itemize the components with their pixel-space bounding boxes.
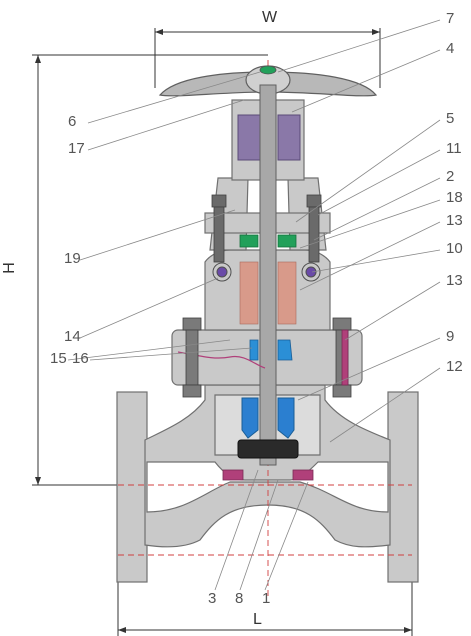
callout-10: 10 (446, 240, 463, 257)
callout-3: 3 (208, 590, 217, 607)
callout-19: 19 (64, 250, 81, 267)
callout-4: 4 (446, 40, 455, 57)
dimension-arrowheads (35, 29, 412, 633)
bonnet-seal (249, 339, 293, 361)
packing (239, 261, 297, 325)
callout-13b: 13 (446, 272, 463, 289)
callout-11: 11 (446, 140, 462, 157)
bonnet-bolts (182, 317, 352, 398)
callout-7: 7 (446, 10, 455, 27)
disc (237, 439, 299, 459)
dimension-lines (32, 28, 413, 636)
disc-holder (241, 397, 295, 439)
callout-12: 12 (446, 358, 463, 375)
eye-bolts (212, 262, 321, 282)
stem (259, 84, 277, 466)
callout-2: 2 (446, 168, 455, 185)
callout-1: 1 (262, 590, 271, 607)
callout-15: 15 (50, 350, 67, 367)
callout-14: 14 (64, 328, 81, 345)
callout-6: 6 (68, 113, 77, 130)
callout-18: 18 (446, 189, 463, 206)
dimension-width-label: W (262, 9, 278, 26)
callout-5: 5 (446, 110, 455, 127)
dimension-length-label: L (253, 611, 262, 628)
dimension-height-label: H (0, 262, 18, 274)
gland-bolts (211, 194, 322, 263)
seat-ring (222, 469, 314, 481)
callout-9: 9 (446, 328, 455, 345)
gland-seal (239, 234, 297, 248)
callout-17: 17 (68, 140, 85, 157)
callout-13: 13 (446, 212, 463, 229)
yoke-bushing (237, 114, 301, 161)
callout-8: 8 (235, 590, 244, 607)
leader-lines (67, 19, 441, 591)
callout-16: 16 (72, 350, 89, 367)
